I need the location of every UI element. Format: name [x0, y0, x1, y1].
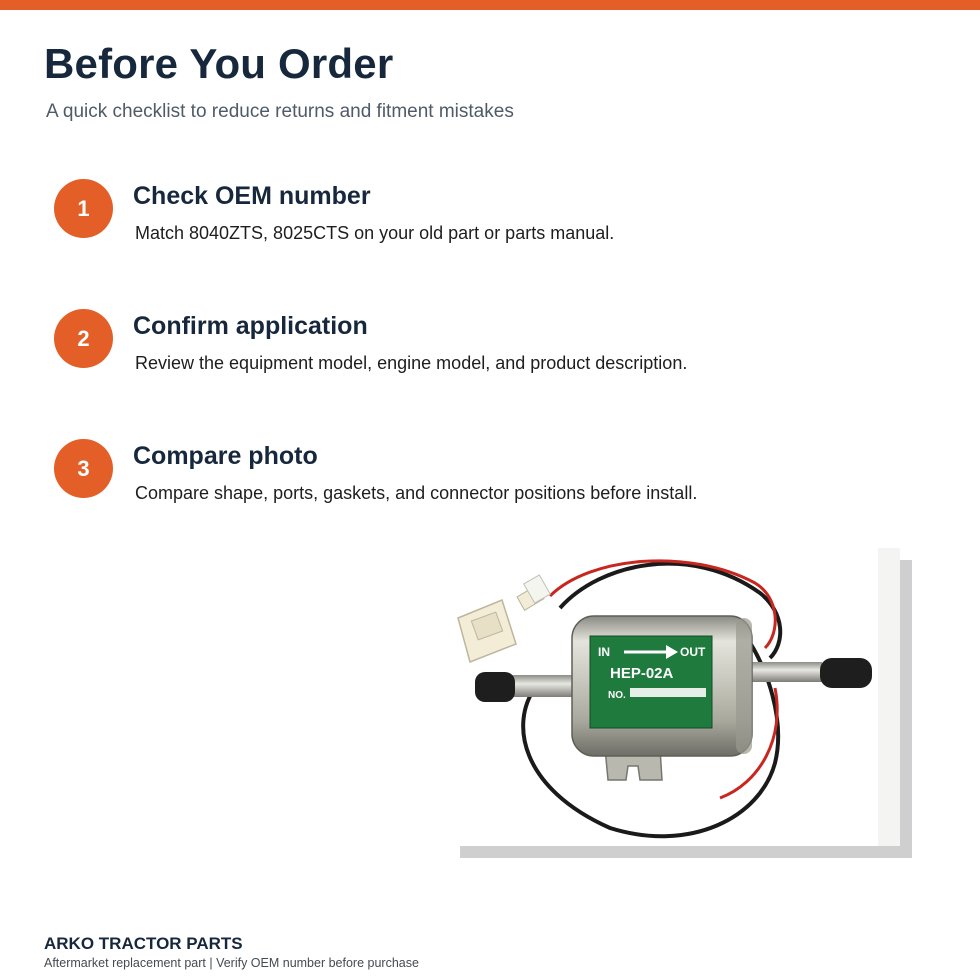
arrow-right-icon	[666, 645, 678, 659]
step-title: Compare photo	[133, 442, 318, 470]
label-no-text: NO.	[608, 690, 626, 701]
step-title: Check OEM number	[133, 182, 371, 210]
footer-brand: ARKO TRACTOR PARTS	[44, 934, 243, 953]
fuel-pump-illustration: IN OUT HEP-02A NO.	[457, 548, 900, 846]
step-number-badge: 2	[54, 309, 113, 368]
product-photo: IN OUT HEP-02A NO.	[440, 548, 900, 846]
label-out-text: OUT	[680, 645, 706, 659]
step-title: Confirm application	[133, 312, 368, 340]
step-description: Match 8040ZTS, 8025CTS on your old part …	[135, 223, 615, 243]
page-title: Before You Order	[44, 40, 394, 87]
top-accent-bar	[0, 0, 980, 10]
step-description: Review the equipment model, engine model…	[135, 353, 688, 373]
footer-note: Aftermarket replacement part | Verify OE…	[44, 956, 419, 970]
step-number-badge: 3	[54, 439, 113, 498]
step-description: Compare shape, ports, gaskets, and conne…	[135, 483, 698, 503]
page-subtitle: A quick checklist to reduce returns and …	[46, 101, 514, 122]
label-in-text: IN	[598, 645, 610, 659]
step-number-badge: 1	[54, 179, 113, 238]
label-model-text: HEP-02A	[610, 665, 674, 682]
